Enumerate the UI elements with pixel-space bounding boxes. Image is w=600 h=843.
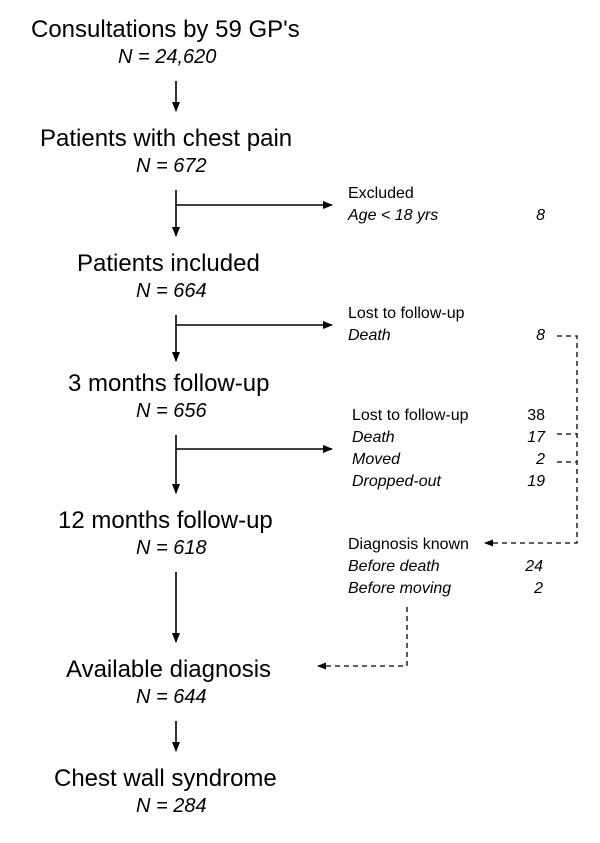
lost1-death-label: Death bbox=[348, 327, 391, 344]
diagnosis-before-moving-label: Before moving bbox=[348, 580, 452, 597]
dashed-death1-to-diagnosis bbox=[484, 335, 578, 547]
stage-count-chest-wall: N = 284 bbox=[136, 795, 207, 817]
stage-count-included: N = 664 bbox=[136, 280, 207, 302]
lost2-dropped-value: 19 bbox=[527, 473, 545, 490]
excluded-heading: Excluded bbox=[348, 185, 414, 202]
lost2-heading: Lost to follow-up bbox=[352, 407, 469, 424]
diagnosis-before-death-label: Before death bbox=[348, 558, 440, 575]
stage-count-3-months: N = 656 bbox=[136, 400, 207, 422]
stage-title-included: Patients included bbox=[77, 250, 260, 277]
stage-title-available-diagnosis: Available diagnosis bbox=[66, 656, 272, 683]
stage-count-chest-pain: N = 672 bbox=[136, 155, 207, 177]
excluded-age-value: 8 bbox=[536, 207, 545, 224]
lost2-death-label: Death bbox=[352, 429, 395, 446]
diagnosis-before-moving-value: 2 bbox=[534, 580, 543, 597]
lost1-heading: Lost to follow-up bbox=[348, 305, 465, 322]
diagnosis-known-heading: Diagnosis known bbox=[348, 536, 469, 553]
lost1-death-value: 8 bbox=[536, 327, 545, 344]
lost2-death-value: 17 bbox=[527, 429, 545, 446]
lost2-dropped-label: Dropped-out bbox=[352, 473, 441, 490]
diagnosis-before-death-value: 24 bbox=[525, 558, 543, 575]
excluded-age-label: Age < 18 yrs bbox=[348, 207, 439, 224]
stage-title-12-months: 12 months follow-up bbox=[58, 507, 273, 534]
lost2-moved-label: Moved bbox=[352, 451, 401, 468]
lost2-heading-value: 38 bbox=[527, 407, 545, 424]
stage-title-chest-wall: Chest wall syndrome bbox=[54, 765, 277, 792]
stage-count-available-diagnosis: N = 644 bbox=[136, 686, 207, 708]
lost2-moved-value: 2 bbox=[536, 451, 545, 468]
stage-count-12-months: N = 618 bbox=[136, 537, 207, 559]
stage-title-3-months: 3 months follow-up bbox=[68, 370, 270, 397]
dashed-diagnosis-to-available bbox=[317, 607, 408, 670]
stage-title-chest-pain: Patients with chest pain bbox=[40, 125, 293, 152]
stage-count-consultations: N = 24,620 bbox=[118, 46, 217, 68]
stage-title-consultations: Consultations by 59 GP's bbox=[31, 16, 300, 43]
